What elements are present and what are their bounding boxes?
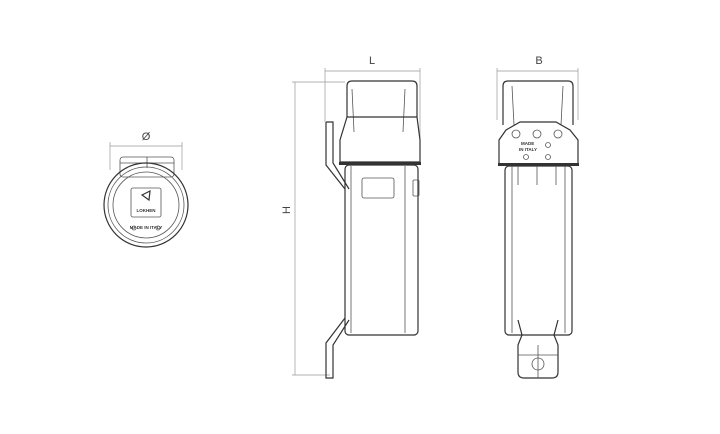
top-view: Ø LOKHEN MADE IN ITALY — [103, 131, 189, 248]
made-in-italy-marking: MADE IN ITALY — [130, 225, 163, 230]
made-marking-line2: IN ITALY — [519, 147, 537, 152]
height-label: H — [281, 206, 293, 214]
made-marking-line1: MADE — [521, 141, 534, 146]
front-view: B MADE IN ITALY — [496, 55, 579, 379]
diameter-label: Ø — [142, 131, 151, 143]
length-label: L — [369, 55, 375, 67]
side-view: L H — [281, 55, 421, 379]
width-label: B — [535, 55, 542, 67]
brand-marking: LOKHEN — [137, 208, 156, 213]
